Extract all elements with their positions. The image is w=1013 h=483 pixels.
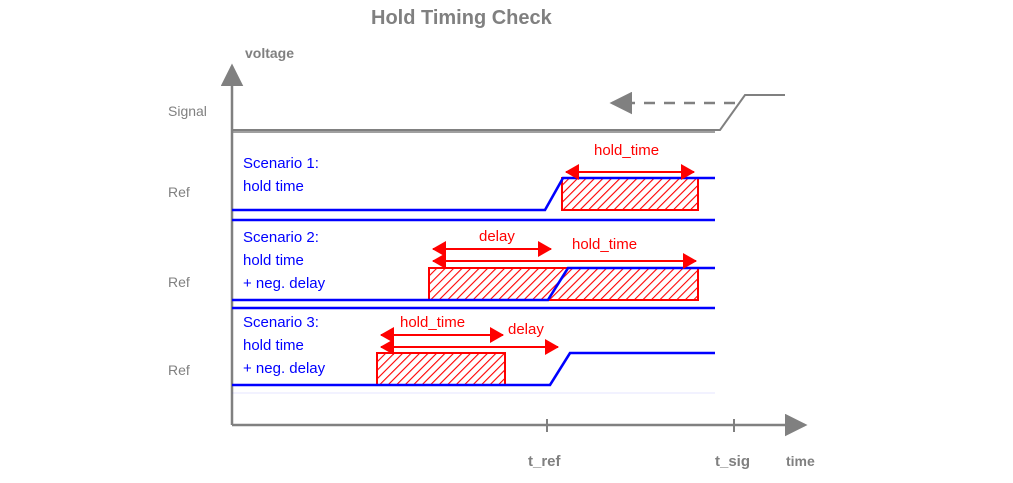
page-title: Hold Timing Check (371, 7, 553, 29)
axes-group: voltage time t_ref t_sig (220, 45, 815, 470)
scenario-3-delay-label: delay (508, 321, 544, 338)
scenario-1-hold-time-box (561, 177, 699, 211)
row-label-ref-2: Ref (168, 274, 190, 290)
scenario-3-desc-line1: hold time (243, 337, 304, 354)
voltage-axis-label: voltage (245, 45, 294, 61)
scenario-2-hold-time-label: hold_time (572, 236, 637, 253)
row-label-signal: Signal (168, 103, 207, 119)
scenario-3-hold-time-box (376, 352, 506, 386)
row-scenario-2: Ref Scenario 2: hold time + neg. delay d… (168, 218, 715, 302)
scenario-2-desc-line2: + neg. delay (243, 275, 326, 292)
row-label-ref-3: Ref (168, 362, 190, 378)
tick-label-t-sig: t_sig (715, 453, 750, 470)
scenario-3-desc-line2: + neg. delay (243, 360, 326, 377)
scenario-3-hold-time-label: hold_time (400, 314, 465, 331)
signal-waveform (232, 94, 785, 131)
row-label-ref-1: Ref (168, 184, 190, 200)
scenario-2-desc-line1: hold time (243, 252, 304, 269)
scenario-1-desc-line1: hold time (243, 178, 304, 195)
scenario-2-title: Scenario 2: (243, 229, 319, 246)
scenario-1-hold-time-label: hold_time (594, 142, 659, 159)
scenario-3-title: Scenario 3: (243, 314, 319, 331)
time-axis-label: time (786, 453, 815, 469)
tick-label-t-ref: t_ref (528, 453, 562, 470)
row-signal: Signal (168, 91, 785, 131)
row-scenario-3: Ref Scenario 3: hold time + neg. delay h… (168, 306, 715, 387)
row-scenario-1: Ref Scenario 1: hold time hold_time (168, 131, 715, 212)
scenario-3-ref-waveform (232, 351, 715, 387)
scenario-1-title: Scenario 1: (243, 155, 319, 172)
scenario-2-delay-label: delay (479, 228, 515, 245)
